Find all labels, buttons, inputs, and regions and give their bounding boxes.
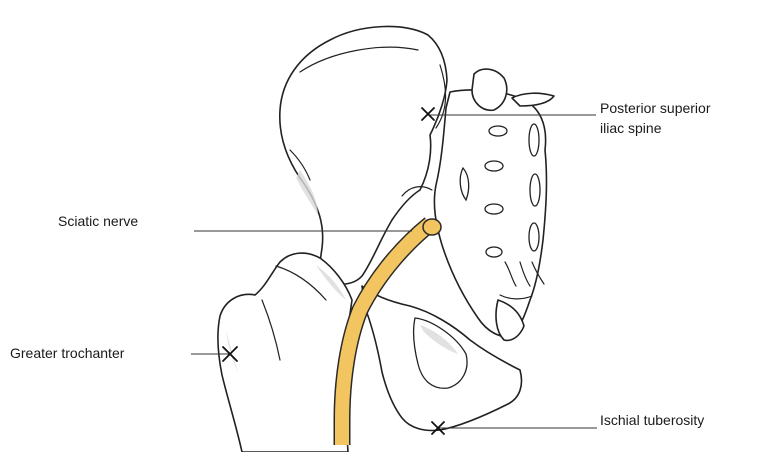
lumbar-fragment (472, 69, 507, 110)
ilium-outline (280, 26, 447, 284)
sacral-foramen-1 (489, 126, 507, 136)
label-sciatic-nerve: Sciatic nerve (58, 213, 138, 229)
label-greater-trochanter: Greater trochanter (10, 345, 125, 361)
sacral-foramen-4 (486, 247, 502, 257)
label-ischial-tuberosity: Ischial tuberosity (600, 412, 704, 428)
label-posterior-superior-line1: Posterior superior (600, 100, 711, 116)
sciatic-nerve-cut-end (423, 219, 441, 235)
label-posterior-superior-line2: iliac spine (600, 120, 662, 136)
sacral-foramen-3 (485, 204, 503, 214)
sacral-foramen-2 (485, 161, 503, 171)
